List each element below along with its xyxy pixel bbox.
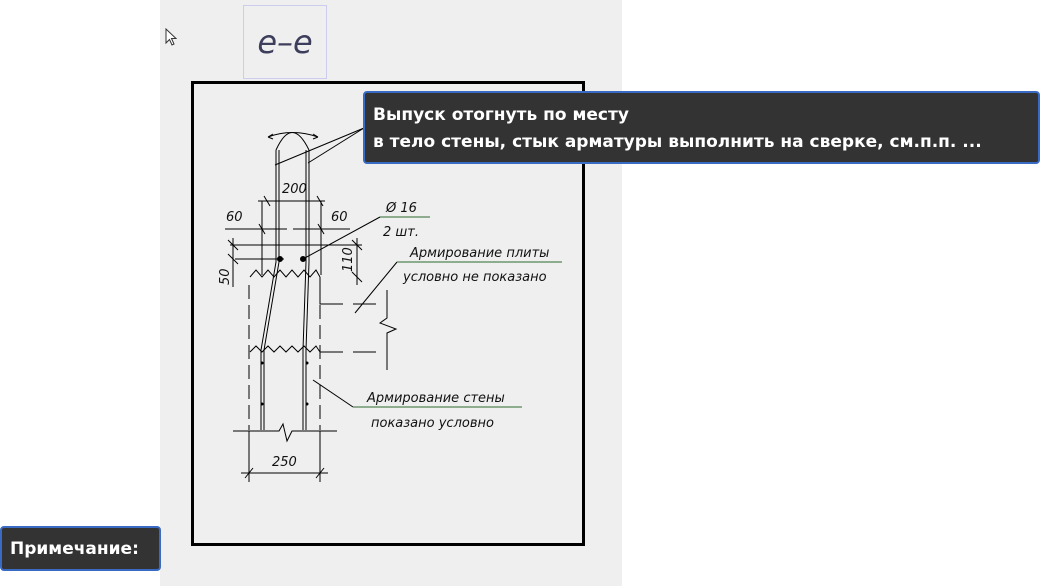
wall-outline (233, 269, 398, 443)
dim-60-left: 60 (226, 210, 243, 225)
slab-note-2: условно не показано (402, 270, 547, 285)
section-label[interactable]: е–е (243, 5, 327, 79)
tooltip: Выпуск отогнуть по месту в тело стены, с… (363, 91, 1040, 164)
note-label: Примечание: (0, 526, 161, 571)
rebar-count: 2 шт. (383, 225, 419, 240)
rebar-diameter: Ø 16 (385, 201, 417, 216)
bend-arc (275, 132, 310, 151)
tooltip-line-2: в тело стены, стык арматуры выполнить на… (373, 132, 982, 152)
wall-note-1: Армирование стены (366, 391, 505, 406)
dim-110: 110 (341, 247, 356, 272)
dimension-lines (225, 195, 363, 482)
mouse-cursor-icon (165, 28, 178, 46)
rebar-right (302, 150, 310, 430)
leaders (274, 127, 562, 408)
dim-50: 50 (218, 268, 233, 285)
wall-note-2: показано условно (371, 416, 494, 431)
dim-250: 250 (272, 455, 297, 470)
slab-note-1: Армирование плиты (409, 246, 549, 261)
rebar-left (260, 150, 280, 430)
tooltip-line-1: Выпуск отогнуть по месту (373, 105, 629, 125)
dim-200: 200 (282, 182, 307, 197)
bend-arrows (267, 132, 319, 140)
dim-60-right: 60 (331, 210, 348, 225)
rebar-dot (277, 256, 283, 262)
wall-rebar-dots (260, 361, 309, 406)
drawing-frame (191, 81, 585, 546)
